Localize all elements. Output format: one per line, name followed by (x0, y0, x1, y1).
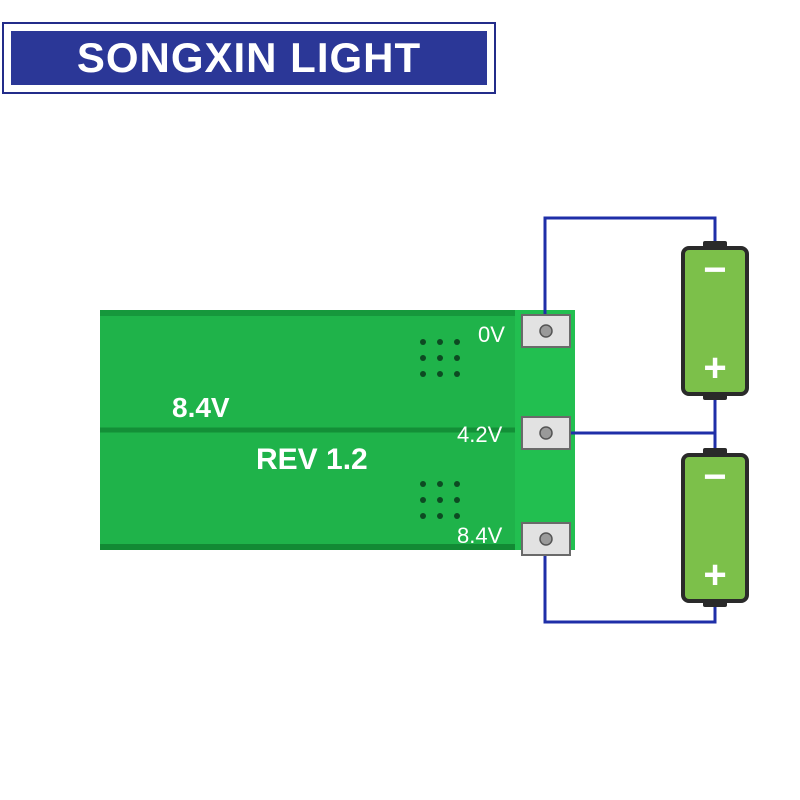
board-revision-label: REV 1.2 (256, 443, 368, 476)
via-grid-lower (420, 481, 460, 519)
battery-2-terminal-bottom (703, 599, 727, 607)
board-voltage-label: 8.4V (172, 392, 230, 423)
wire-8v4-to-battery-bottom (543, 540, 717, 624)
battery-1-minus-symbol: − (703, 248, 727, 292)
battery-1-plus-symbol: + (703, 346, 727, 390)
pcb-top-edge (100, 310, 575, 316)
pad-label-0v: 0V (478, 322, 505, 347)
brand-title: SONGXIN LIGHT (76, 34, 422, 81)
brand-banner-fill: SONGXIN LIGHT (11, 31, 487, 85)
pad-0v (521, 314, 571, 348)
pad-8v4 (521, 522, 571, 556)
pad-4v2 (521, 416, 571, 450)
battery-2-minus-symbol: − (703, 455, 727, 499)
battery-2-plus-symbol: + (703, 553, 727, 597)
pad-label-8v4: 8.4V (457, 523, 503, 548)
wires (543, 216, 717, 624)
pcb-bottom-edge (100, 544, 575, 550)
via-grid-upper (420, 339, 460, 377)
brand-banner: SONGXIN LIGHT (2, 22, 496, 94)
pad-label-4v2: 4.2V (457, 422, 503, 447)
battery-1 (681, 241, 749, 400)
battery-1-terminal-bottom (703, 392, 727, 400)
battery-2 (681, 448, 749, 607)
wire-0v-to-battery-top (543, 216, 717, 330)
